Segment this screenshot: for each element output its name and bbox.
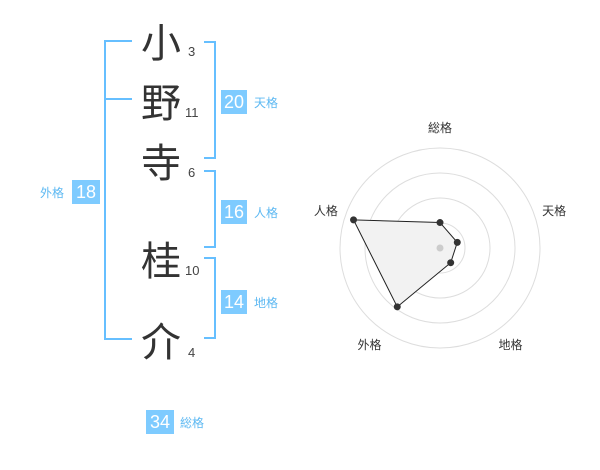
gaikaku-bracket-inner-tick	[104, 98, 132, 100]
tenkaku-value: 20	[221, 90, 247, 114]
soukaku-label: 総格	[180, 416, 205, 430]
gaikaku-bracket	[104, 40, 132, 340]
gaikaku-label: 外格	[40, 186, 65, 200]
radar-point-4	[350, 216, 358, 224]
name-char-3: 寺	[141, 141, 181, 187]
stroke-count-4: 10	[185, 263, 200, 278]
name-char-5: 介	[141, 320, 181, 366]
radar-ring-4	[339, 147, 541, 349]
radar-center-dot	[436, 244, 444, 252]
radar-point-2	[447, 259, 455, 267]
radar-polygon	[352, 219, 458, 308]
radar-point-3	[393, 303, 401, 311]
radar-point-0	[436, 219, 444, 227]
jinkaku-value: 16	[221, 200, 247, 224]
radar-point-1	[453, 238, 461, 246]
radar-axis-label-2: 地格	[499, 337, 523, 352]
chikaku-value: 14	[221, 290, 247, 314]
soukaku-value: 34	[146, 410, 174, 434]
radar-axis-label-0: 総格	[428, 120, 452, 135]
radar-ring-3	[364, 172, 516, 324]
chikaku-label: 地格	[254, 296, 279, 310]
radar-axis-label-4: 人格	[314, 203, 338, 218]
stroke-count-2: 11	[185, 105, 199, 120]
jinkaku-label: 人格	[254, 206, 279, 220]
tenkaku-label: 天格	[254, 96, 279, 110]
tenkaku-bracket	[204, 41, 216, 159]
stroke-count-3: 6	[188, 165, 196, 180]
radar-axis-label-3: 外格	[357, 337, 381, 352]
name-char-1: 小	[141, 21, 181, 67]
name-char-4: 桂	[141, 239, 181, 285]
stroke-count-5: 4	[188, 345, 196, 360]
gaikaku-value: 18	[72, 180, 100, 204]
stroke-count-1: 3	[188, 44, 196, 59]
chikaku-bracket	[204, 257, 216, 339]
radar-points	[350, 216, 461, 311]
radar-axis-label-1: 天格	[542, 203, 566, 218]
name-char-2: 野	[141, 81, 181, 127]
jinkaku-bracket	[204, 170, 216, 248]
